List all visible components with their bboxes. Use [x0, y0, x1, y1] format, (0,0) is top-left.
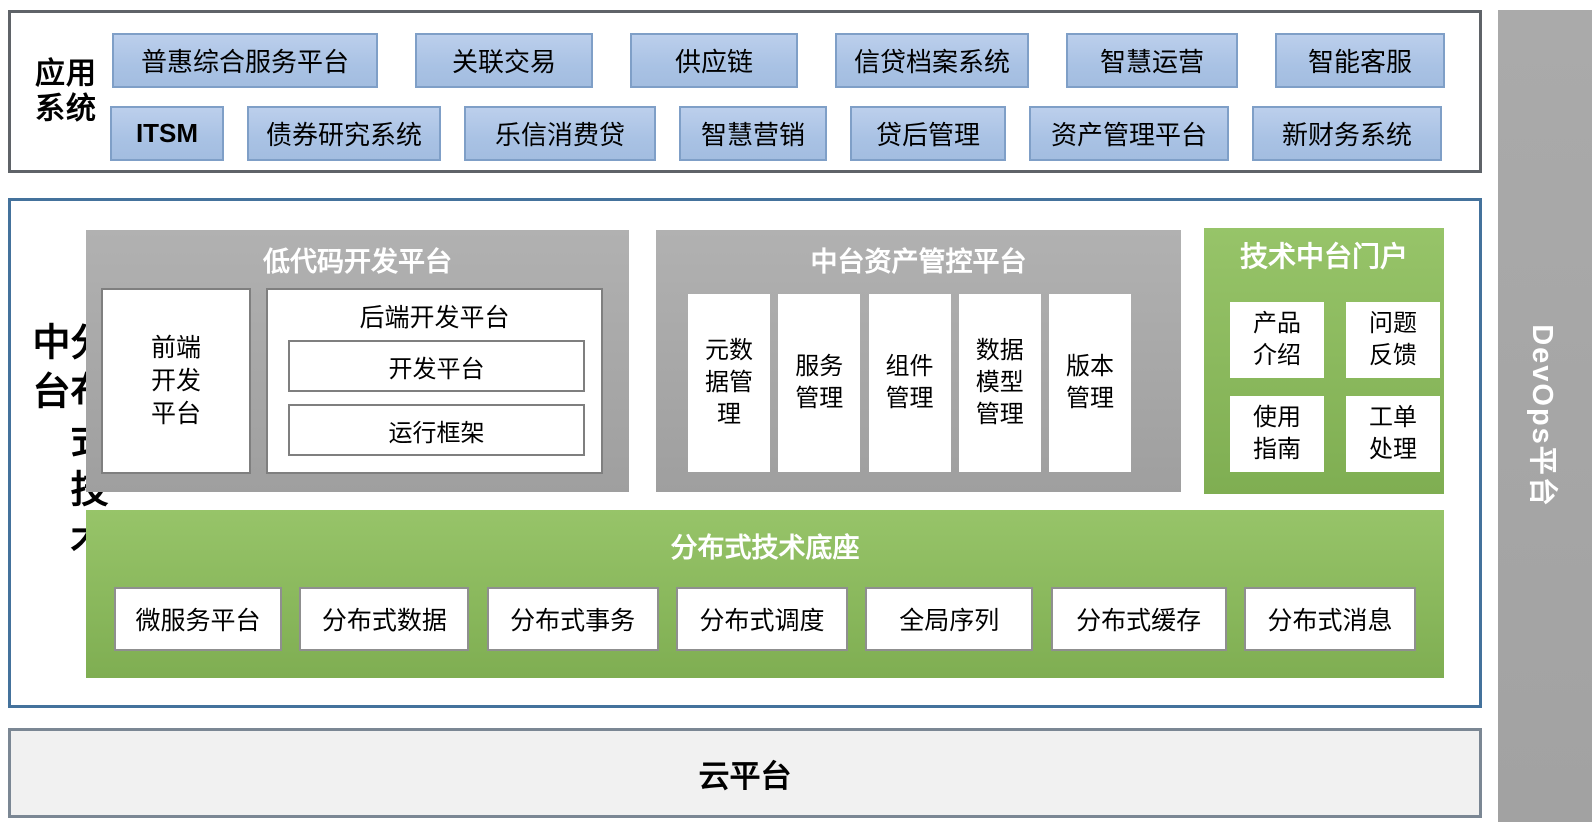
- base-service-box: 全局序列: [865, 587, 1034, 651]
- backend-dev-platform-title: 后端开发平台: [359, 304, 510, 332]
- portal-link-box: 使用指南: [1230, 396, 1324, 472]
- low-code-platform-title: 低代码开发平台: [263, 246, 452, 277]
- app-systems-row-2: ITSM 债券研究系统 乐信消费贷 智慧营销 贷后管理 资产管理平台 新财务系统: [110, 106, 1442, 161]
- asset-control-items: 元数据管理 服务管理 组件管理 数据模型管理 版本管理: [656, 288, 1181, 472]
- app-system-box: 债券研究系统: [247, 106, 441, 161]
- app-system-box: 乐信消费贷: [464, 106, 656, 161]
- tech-portal-title: 技术中台门户: [1239, 241, 1408, 272]
- app-systems-row-1: 普惠综合服务平台 关联交易 供应链 信贷档案系统 智慧运营 智能客服: [112, 33, 1445, 88]
- asset-module-box: 元数据管理: [688, 294, 770, 472]
- base-service-box: 分布式事务: [486, 587, 659, 651]
- app-system-box: 供应链: [630, 33, 798, 88]
- asset-control-title: 中台资产管控平台: [810, 246, 1027, 277]
- asset-module-label: 元数据管理: [705, 337, 753, 428]
- app-system-box: 智慧营销: [679, 106, 827, 161]
- asset-module-label: 版本管理: [1066, 353, 1114, 412]
- base-service-box: 分布式调度: [675, 587, 848, 651]
- asset-module-label: 数据模型管理: [975, 337, 1024, 428]
- cloud-platform-label: 云平台: [698, 758, 792, 794]
- app-system-box: 普惠综合服务平台: [112, 33, 378, 88]
- asset-module-label: 组件管理: [885, 353, 934, 412]
- base-service-box: 微服务平台: [114, 587, 282, 651]
- portal-link-label: 工单处理: [1369, 404, 1417, 463]
- dev-platform-box: 开发平台: [288, 340, 585, 392]
- portal-link-box: 问题反馈: [1346, 302, 1440, 378]
- tech-portal-items: 产品介绍 问题反馈 使用指南 工单处理: [1230, 302, 1444, 472]
- app-system-box: 贷后管理: [850, 106, 1006, 161]
- asset-module-box: 组件管理: [868, 294, 951, 472]
- frontend-dev-platform-label: 前端开发平台: [150, 333, 201, 428]
- portal-link-label: 产品介绍: [1253, 310, 1301, 369]
- frontend-dev-platform-box: 前端开发平台: [101, 288, 251, 474]
- devops-platform-bar: DevOps平台: [1498, 10, 1592, 822]
- runtime-framework-box: 运行框架: [288, 404, 585, 456]
- app-system-box: 智能客服: [1275, 33, 1445, 88]
- asset-module-box: 版本管理: [1049, 294, 1131, 472]
- asset-module-label: 服务管理: [795, 353, 844, 412]
- low-code-platform-panel: 低代码开发平台 前端开发平台 后端开发平台 开发平台 运行框架: [86, 230, 629, 492]
- distributed-middle-platform-section: 分布式技术中台 低代码开发平台 前端开发平台 后端开发平台 开发平台 运行框架 …: [8, 198, 1482, 708]
- tech-portal-panel: 技术中台门户 产品介绍 问题反馈 使用指南 工单处理: [1204, 228, 1444, 494]
- tech-base-title: 分布式技术底座: [670, 533, 860, 563]
- app-system-box: 关联交易: [415, 33, 593, 88]
- base-service-box: 分布式数据: [299, 587, 470, 651]
- portal-link-label: 使用指南: [1253, 404, 1301, 463]
- portal-link-box: 工单处理: [1346, 396, 1440, 472]
- portal-link-label: 问题反馈: [1369, 310, 1417, 369]
- devops-platform-label: DevOps平台: [1526, 324, 1558, 508]
- app-systems-section: 应用 系统 普惠综合服务平台 关联交易 供应链 信贷档案系统 智慧运营 智能客服…: [8, 10, 1482, 173]
- asset-control-panel: 中台资产管控平台 元数据管理 服务管理 组件管理 数据模型管理 版本管理: [656, 230, 1181, 492]
- app-system-box: 信贷档案系统: [835, 33, 1029, 88]
- asset-module-box: 数据模型管理: [958, 294, 1041, 472]
- base-service-box: 分布式消息: [1243, 587, 1416, 651]
- tech-base-items: 微服务平台 分布式数据 分布式事务 分布式调度 全局序列 分布式缓存 分布式消息: [86, 587, 1444, 651]
- app-systems-label: 应用 系统: [35, 57, 97, 126]
- app-system-box: 智慧运营: [1066, 33, 1238, 88]
- backend-dev-platform-box: 后端开发平台 开发平台 运行框架: [266, 288, 603, 474]
- app-system-box: 新财务系统: [1252, 106, 1442, 161]
- portal-link-box: 产品介绍: [1230, 302, 1324, 378]
- asset-module-box: 服务管理: [778, 294, 861, 472]
- cloud-platform-bar: 云平台: [8, 728, 1482, 818]
- app-system-box: 资产管理平台: [1029, 106, 1229, 161]
- app-system-box: ITSM: [110, 106, 224, 161]
- tech-base-panel: 分布式技术底座 微服务平台 分布式数据 分布式事务 分布式调度 全局序列 分布式…: [86, 510, 1444, 678]
- base-service-box: 分布式缓存: [1050, 587, 1227, 651]
